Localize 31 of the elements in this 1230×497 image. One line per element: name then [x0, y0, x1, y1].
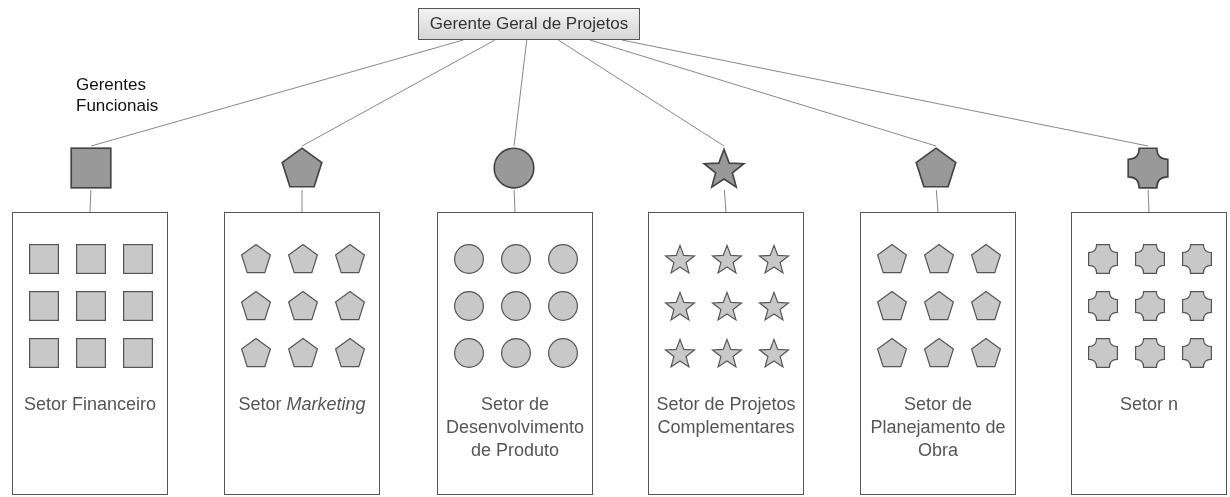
sector-label: Setor de Desenvolvimento de Produto [444, 393, 586, 462]
star-symbol [702, 146, 746, 190]
connector-line [589, 39, 937, 147]
sector-label: Setor de Projetos Complementares [655, 393, 797, 439]
sector-label: Setor n [1118, 393, 1179, 416]
connector-line [935, 189, 939, 213]
connector-line [301, 39, 496, 147]
connector-line [90, 39, 464, 147]
pentagon-symbol [280, 146, 324, 190]
octagon-symbol [1126, 146, 1170, 190]
sector-box [224, 212, 380, 495]
square-symbol [69, 146, 113, 190]
sector-box [860, 212, 1016, 495]
connector-line [723, 189, 727, 213]
connector-line [301, 189, 303, 213]
sector-label: Setor Marketing [237, 393, 367, 416]
sector-box [648, 212, 804, 495]
manager-box: Gerente Geral de Projetos [418, 8, 640, 40]
circle-symbol [492, 146, 536, 190]
connector-line [513, 189, 516, 213]
sector-label: Setor Financeiro [22, 393, 158, 416]
connector-line [1147, 189, 1150, 213]
sector-label: Setor de Planejamento de Obra [869, 393, 1007, 462]
group-label: Gerentes Funcionais [76, 74, 160, 116]
sector-box [437, 212, 593, 495]
sector-box [12, 212, 168, 495]
connector-line [557, 39, 725, 147]
connector-line [513, 39, 528, 147]
pentagon-symbol [914, 146, 958, 190]
sector-box [1071, 212, 1227, 495]
connector-line [89, 189, 92, 213]
